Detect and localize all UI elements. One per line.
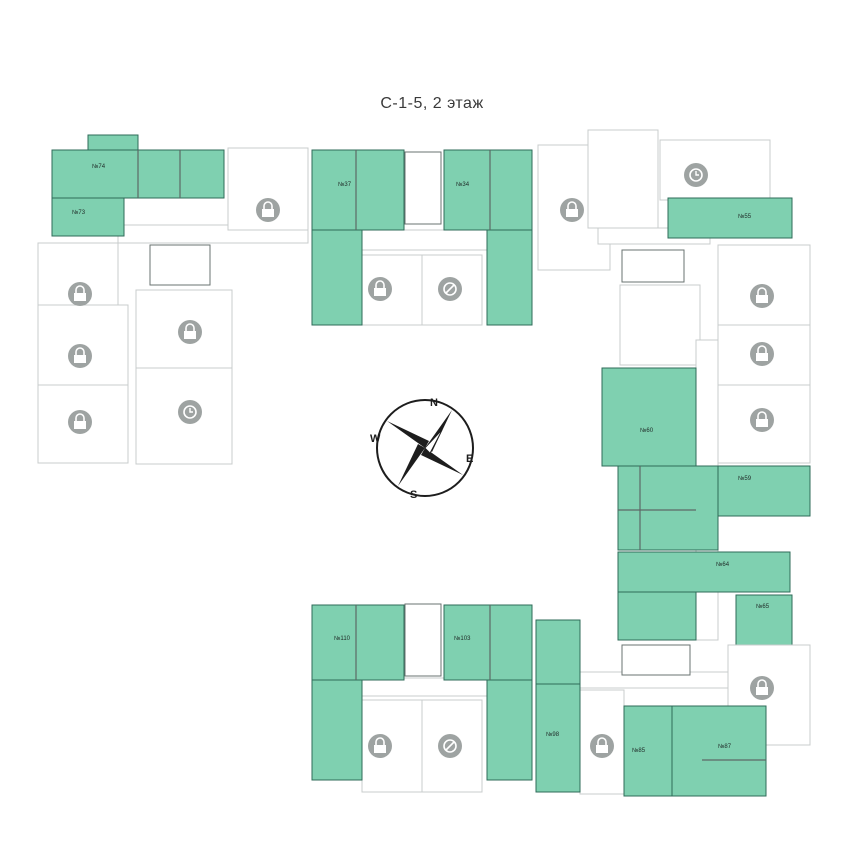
apt-number: №55 bbox=[738, 213, 752, 220]
lock-icon bbox=[68, 282, 92, 306]
apartment-apt-56[interactable] bbox=[587, 129, 659, 229]
lock-icon bbox=[750, 676, 774, 700]
lock-icon bbox=[68, 344, 92, 368]
compass-north-label: N bbox=[430, 397, 438, 409]
apt-number: №59 bbox=[738, 475, 752, 482]
wing-right: №60 №59 №64 №65 bbox=[601, 339, 811, 646]
lock-icon bbox=[750, 284, 774, 308]
lock-icon bbox=[560, 198, 584, 222]
apartment-apt-34[interactable] bbox=[443, 149, 533, 231]
apt-number: №34 bbox=[456, 181, 470, 188]
apartment-apt-98-balcony[interactable] bbox=[535, 619, 581, 685]
apartment-apt-73[interactable] bbox=[51, 197, 125, 237]
stair-core bbox=[149, 244, 211, 286]
compass-east-label: E bbox=[466, 453, 473, 465]
lock-icon bbox=[178, 320, 202, 344]
compass-south-label: S bbox=[410, 489, 417, 501]
apt-number: №74 bbox=[92, 163, 106, 170]
apartment-apt-64-kitchen[interactable] bbox=[617, 591, 697, 641]
apartment-apt-110[interactable] bbox=[311, 604, 405, 681]
lock-icon bbox=[750, 408, 774, 432]
apartment-apt-65[interactable] bbox=[735, 594, 793, 646]
apartment-apt-103[interactable] bbox=[443, 604, 533, 681]
apt-number: №110 bbox=[334, 635, 351, 642]
apartment-apt-34-kitchen[interactable] bbox=[486, 229, 533, 326]
apt-number: №73 bbox=[72, 209, 86, 216]
apt-number: №87 bbox=[718, 743, 732, 750]
apartment-apt-37-kitchen[interactable] bbox=[311, 229, 363, 326]
apt-number: №85 bbox=[632, 747, 646, 754]
wing-top-right: №55 bbox=[587, 129, 811, 464]
apartment-apt-60[interactable] bbox=[601, 367, 697, 467]
wing-top-left: №74 №73 bbox=[37, 134, 309, 465]
wing-bottom-right: №98 №85 №87 bbox=[535, 619, 811, 797]
apartment-apt-85[interactable] bbox=[623, 705, 673, 797]
apt-number: №60 bbox=[640, 427, 654, 434]
lock-icon bbox=[256, 198, 280, 222]
stair-core bbox=[404, 151, 442, 225]
compass-rose: N E S W bbox=[370, 397, 474, 501]
apartment-apt-59-rooms[interactable] bbox=[717, 465, 811, 517]
apartment-apt-54[interactable] bbox=[659, 139, 771, 201]
apartment-apt-68[interactable] bbox=[135, 367, 233, 465]
apartment-apt-74-balcony[interactable] bbox=[87, 134, 139, 151]
compass-west-label: W bbox=[370, 433, 381, 445]
no-entry-icon bbox=[438, 734, 462, 758]
apartment-apt-98[interactable] bbox=[535, 683, 581, 793]
plan-title: С-1-5, 2 этаж bbox=[380, 95, 484, 112]
wing-bottom-center: №110 №103 bbox=[311, 603, 533, 793]
apartment-apt-59[interactable] bbox=[617, 465, 719, 551]
apartment-apt-59-prev[interactable] bbox=[619, 284, 701, 366]
apt-number: №65 bbox=[756, 603, 770, 610]
apartment-apt-37[interactable] bbox=[311, 149, 405, 231]
wing-top-center: №37 №34 bbox=[311, 144, 611, 326]
compass-ring bbox=[376, 399, 474, 497]
clock-icon bbox=[178, 400, 202, 424]
stair-core bbox=[621, 249, 685, 283]
apartment-apt-103-kitchen[interactable] bbox=[486, 679, 533, 781]
stair-core bbox=[404, 603, 442, 677]
lock-icon bbox=[590, 734, 614, 758]
apt-number: №98 bbox=[546, 731, 560, 738]
corridor bbox=[361, 677, 488, 697]
stair-core bbox=[621, 644, 691, 676]
apartment-apt-55[interactable] bbox=[667, 197, 793, 239]
corridor bbox=[361, 229, 488, 251]
lock-icon bbox=[68, 410, 92, 434]
status-badges bbox=[68, 163, 774, 758]
lock-icon bbox=[368, 734, 392, 758]
apartment-apt-110-kitchen[interactable] bbox=[311, 679, 363, 781]
apt-number: №64 bbox=[716, 561, 730, 568]
apartment-apt-64[interactable] bbox=[617, 551, 791, 593]
no-entry-icon bbox=[438, 277, 462, 301]
lock-icon bbox=[368, 277, 392, 301]
apartment-apt-87[interactable] bbox=[671, 705, 767, 797]
apt-number: №103 bbox=[454, 635, 471, 642]
apt-number: №37 bbox=[338, 181, 352, 188]
lock-icon bbox=[750, 342, 774, 366]
clock-icon bbox=[684, 163, 708, 187]
